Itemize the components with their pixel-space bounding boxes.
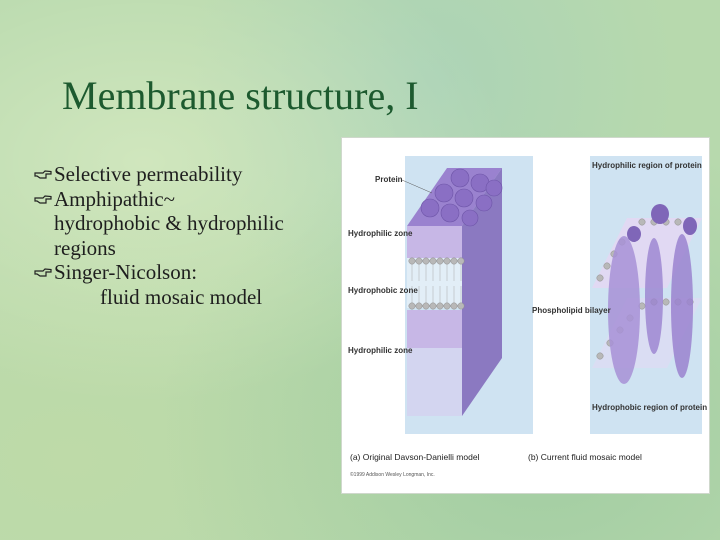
- label-hydrophobic-zone: Hydrophobic zone: [348, 286, 418, 295]
- slide-title: Membrane structure, I: [62, 73, 419, 118]
- label-hydrophilic-zone-top: Hydrophilic zone: [348, 229, 413, 238]
- label-hydrophilic-zone-bottom: Hydrophilic zone: [348, 346, 413, 355]
- bullet-text: Selective permeability: [54, 162, 243, 186]
- pointing-hand-icon: [34, 170, 52, 179]
- bullet-text: regions: [54, 235, 116, 260]
- label-hydrophobic-region-protein: Hydrophobic region of protein: [592, 403, 707, 412]
- bullet-text: fluid mosaic model: [100, 284, 263, 309]
- bullet-list: Selective permeability Amphipathic~ hydr…: [34, 162, 334, 309]
- membrane-diagram: Protein Hydrophilic zone Hydrophobic zon…: [348, 156, 707, 478]
- label-protein: Protein: [375, 175, 403, 184]
- bullet-item: Singer-Nicolson: fluid mosaic model: [34, 260, 334, 309]
- copyright-text: ©1999 Addison Wesley Longman, Inc.: [350, 471, 435, 478]
- label-phospholipid-bilayer: Phospholipid bilayer: [532, 306, 611, 315]
- label-hydrophilic-region-protein: Hydrophilic region of protein: [592, 161, 702, 170]
- pointing-hand-icon: [34, 268, 52, 277]
- pointing-hand-icon: [34, 194, 52, 204]
- bullet-item: Amphipathic~ hydrophobic & hydrophilic r…: [34, 187, 334, 261]
- bullet-item: Selective permeability: [34, 162, 334, 187]
- bullet-text: Amphipathic~: [54, 186, 176, 211]
- bullet-text: Singer-Nicolson:: [54, 260, 198, 284]
- fluid-mosaic-model: [592, 204, 702, 384]
- membrane-figure: Protein Hydrophilic zone Hydrophobic zon…: [341, 137, 710, 494]
- davson-danielli-model: [407, 168, 503, 416]
- bullet-text: hydrophobic & hydrophilic: [54, 211, 284, 235]
- caption-b: (b) Current fluid mosaic model: [528, 452, 642, 462]
- caption-a: (a) Original Davson-Danielli model: [350, 452, 480, 462]
